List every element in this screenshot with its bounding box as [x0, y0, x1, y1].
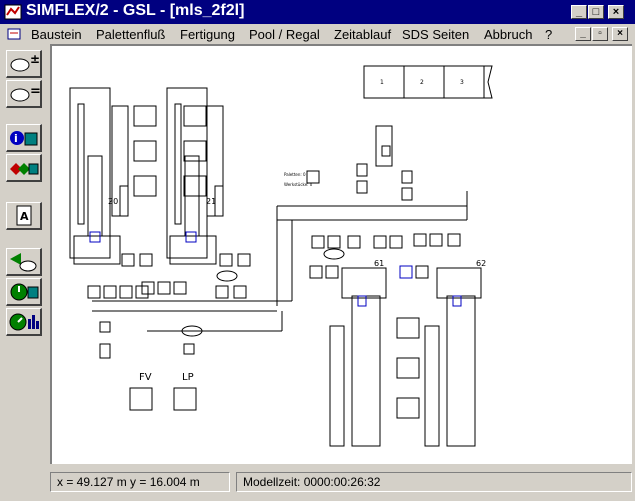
- factory-layout: 20 21 1 2 3: [69, 65, 493, 447]
- small-station[interactable]: [183, 343, 195, 355]
- clock-icon: [10, 283, 39, 301]
- statistics-button[interactable]: [6, 308, 42, 336]
- machine-61[interactable]: 61: [329, 259, 387, 447]
- info-button[interactable]: i: [6, 124, 42, 152]
- pallet-stack-20[interactable]: [133, 105, 157, 197]
- machine-label: 21: [206, 197, 216, 206]
- coords-readout: x = 49.127 m y = 16.004 m: [50, 472, 230, 492]
- minimize-button[interactable]: _: [571, 5, 587, 19]
- station-lp[interactable]: LP: [173, 372, 197, 411]
- pool-button[interactable]: [6, 248, 42, 276]
- menu-help[interactable]: ?: [545, 27, 553, 42]
- svg-text:i: i: [14, 132, 18, 145]
- document-icon[interactable]: [6, 27, 22, 41]
- zoom-in-button[interactable]: ±: [6, 50, 42, 78]
- menu-sds-seiten[interactable]: SDS Seiten: [402, 27, 470, 42]
- menu-bar: Baustein Palettenfluß Fertigung Pool / R…: [0, 24, 635, 44]
- status-bar: x = 49.127 m y = 16.004 m Modellzeit: 00…: [50, 470, 632, 494]
- small-station[interactable]: [99, 343, 111, 359]
- mdi-close-button[interactable]: ×: [612, 27, 628, 41]
- menu-pool-regal[interactable]: Pool / Regal: [249, 27, 320, 42]
- app-icon: [4, 4, 22, 20]
- svg-text:=: =: [30, 84, 41, 99]
- clock-button[interactable]: [6, 278, 42, 306]
- menu-palettenfluss[interactable]: Palettenfluß: [96, 27, 166, 42]
- model-time: Modellzeit: 0000:00:26:32: [236, 472, 632, 492]
- maximize-button[interactable]: □: [588, 5, 604, 19]
- flow-icon: [10, 163, 39, 175]
- buffer-row-lower[interactable]: [87, 253, 429, 299]
- text-button[interactable]: A: [6, 202, 42, 230]
- menu-zeitablauf[interactable]: Zeitablauf: [334, 27, 392, 42]
- box-label: 1: [380, 79, 384, 86]
- machine-label: 62: [476, 259, 486, 268]
- pallet-stack-21[interactable]: [183, 105, 207, 197]
- turntable[interactable]: [323, 248, 345, 260]
- machine-label: 20: [108, 197, 118, 206]
- mdi-restore-button[interactable]: ▫: [592, 27, 608, 41]
- menu-fertigung[interactable]: Fertigung: [180, 27, 235, 42]
- small-station[interactable]: [99, 321, 111, 333]
- top-storage[interactable]: 1 2 3: [363, 65, 493, 167]
- layout-canvas[interactable]: 20 21 1 2 3: [50, 44, 632, 464]
- machine-label: 61: [374, 259, 384, 268]
- maximize-icon: □: [592, 6, 600, 18]
- legend-line: Paletten: 0: [284, 172, 306, 177]
- station-label: LP: [182, 372, 194, 383]
- title-bar: SIMFLEX/2 - GSL - [mls_2f2l] _ □ ×: [0, 0, 635, 24]
- zoom-out-icon: =: [10, 84, 41, 102]
- machine-21[interactable]: 21: [166, 87, 224, 265]
- side-toolbar: ± = i A: [0, 44, 50, 496]
- minimize-icon: _: [575, 6, 583, 18]
- zoom-in-icon: ±: [10, 52, 40, 72]
- pool-icon: [10, 253, 37, 272]
- flow-button[interactable]: [6, 154, 42, 182]
- turntable[interactable]: [181, 325, 203, 337]
- station-fv[interactable]: FV: [129, 372, 153, 411]
- info-icon: i: [10, 131, 38, 146]
- legend-line: Werkstücke: 0: [284, 182, 313, 187]
- svg-text:A: A: [20, 210, 29, 223]
- machine-20[interactable]: 20: [69, 87, 129, 265]
- station-label: FV: [139, 372, 152, 383]
- machine-62[interactable]: 62: [424, 259, 486, 447]
- pallet-stack-61[interactable]: [396, 317, 420, 419]
- menu-baustein[interactable]: Baustein: [31, 27, 82, 42]
- box-label: 2: [420, 79, 424, 86]
- buffer-row-upper[interactable]: [306, 163, 461, 249]
- zoom-out-button[interactable]: =: [6, 80, 42, 108]
- text-icon: A: [16, 205, 32, 226]
- close-button[interactable]: ×: [608, 5, 624, 19]
- turntable[interactable]: [216, 270, 238, 282]
- menu-abbruch[interactable]: Abbruch: [484, 27, 533, 42]
- box-label: 3: [460, 79, 464, 86]
- svg-text:±: ±: [30, 52, 40, 66]
- mdi-minimize-button[interactable]: _: [575, 27, 591, 41]
- close-icon: ×: [612, 6, 620, 18]
- statistics-icon: [9, 313, 39, 331]
- window-title: SIMFLEX/2 - GSL - [mls_2f2l]: [26, 2, 245, 19]
- conveyor-loop: [92, 191, 468, 332]
